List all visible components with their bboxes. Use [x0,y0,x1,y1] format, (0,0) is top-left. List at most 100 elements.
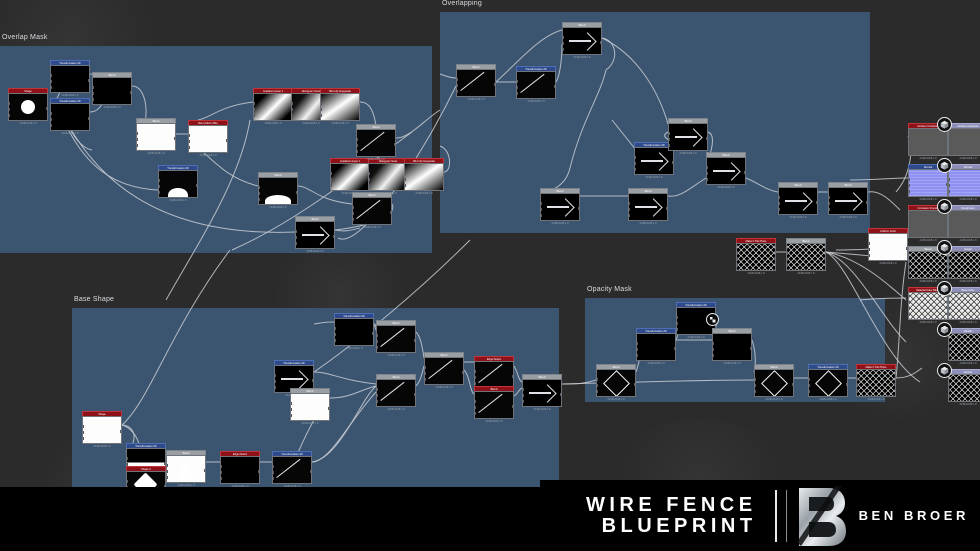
output-port[interactable] [512,405,513,408]
input-port[interactable] [259,186,260,189]
node-header[interactable]: Transformation 2D [272,451,312,456]
node-thumbnail[interactable] [668,123,708,151]
input-port[interactable] [523,388,524,391]
output-port[interactable] [672,161,673,164]
input-port[interactable] [949,389,950,392]
output-port[interactable] [946,265,947,268]
input-port[interactable] [909,149,910,152]
input-port[interactable] [597,384,598,387]
output-port[interactable] [120,430,121,433]
output-port[interactable] [866,201,867,204]
input-port[interactable] [713,342,714,345]
input-port[interactable] [221,465,222,468]
node-header[interactable]: Blend [376,374,416,379]
node-header[interactable]: Blend [356,124,396,129]
node-thumbnail[interactable] [908,169,948,197]
input-port[interactable] [335,333,336,336]
input-port[interactable] [457,90,458,93]
input-port[interactable] [189,146,190,149]
node-header[interactable]: Transformation 2D [274,360,314,365]
node-thumbnail[interactable] [92,77,132,105]
output-port[interactable] [634,383,635,386]
input-port[interactable] [51,118,52,121]
node-thumbnail[interactable] [290,393,330,421]
output-port[interactable] [774,257,775,260]
input-port[interactable] [405,178,406,181]
node-thumbnail[interactable] [828,187,868,215]
node-thumbnail[interactable] [868,233,908,261]
input-port[interactable] [259,192,260,195]
input-port[interactable] [857,390,858,393]
node-header[interactable]: Blend [754,364,794,369]
node-header[interactable]: Blend [456,64,496,69]
input-port[interactable] [669,132,670,135]
input-port[interactable] [9,108,10,111]
node-header[interactable]: Make It Tile Photo [736,238,776,243]
input-port[interactable] [597,390,598,393]
input-port[interactable] [949,184,950,187]
node-thumbnail[interactable] [158,170,198,198]
input-port[interactable] [635,156,636,159]
input-port[interactable] [517,86,518,89]
input-port[interactable] [949,225,950,228]
node-header[interactable]: Blend [474,386,514,391]
node-thumbnail[interactable] [272,456,312,484]
node-thumbnail[interactable] [808,369,848,397]
input-port[interactable] [909,184,910,187]
output-port[interactable] [296,191,297,194]
node-thumbnail[interactable] [908,128,948,156]
output-port[interactable] [824,257,825,260]
node-thumbnail[interactable] [8,93,48,121]
node-thumbnail[interactable] [376,379,416,407]
cube-icon[interactable] [937,281,952,296]
input-port[interactable] [909,137,910,140]
input-port[interactable] [405,172,406,175]
node-header[interactable]: Blend [290,388,330,393]
node-thumbnail[interactable] [50,103,90,131]
node-header[interactable]: Blend [828,182,868,187]
input-port[interactable] [809,384,810,387]
input-port[interactable] [51,80,52,83]
input-port[interactable] [167,464,168,467]
input-port[interactable] [677,328,678,331]
node-thumbnail[interactable] [636,333,676,361]
output-port[interactable] [946,224,947,227]
input-port[interactable] [949,143,950,146]
input-port[interactable] [629,214,630,217]
input-port[interactable] [909,307,910,310]
node-thumbnail[interactable] [706,157,746,185]
output-port[interactable] [816,201,817,204]
input-port[interactable] [949,260,950,263]
output-port[interactable] [846,383,847,386]
input-port[interactable] [296,242,297,245]
node-thumbnail[interactable] [424,357,464,385]
node-thumbnail[interactable] [274,365,314,393]
input-port[interactable] [857,378,858,381]
output-port[interactable] [390,211,391,214]
input-port[interactable] [331,178,332,181]
node-header[interactable]: Blend [628,188,668,193]
input-port[interactable] [909,272,910,275]
input-port[interactable] [291,408,292,411]
input-port[interactable] [83,437,84,440]
input-port[interactable] [377,334,378,337]
input-port[interactable] [637,348,638,351]
node-thumbnail[interactable] [948,333,980,361]
